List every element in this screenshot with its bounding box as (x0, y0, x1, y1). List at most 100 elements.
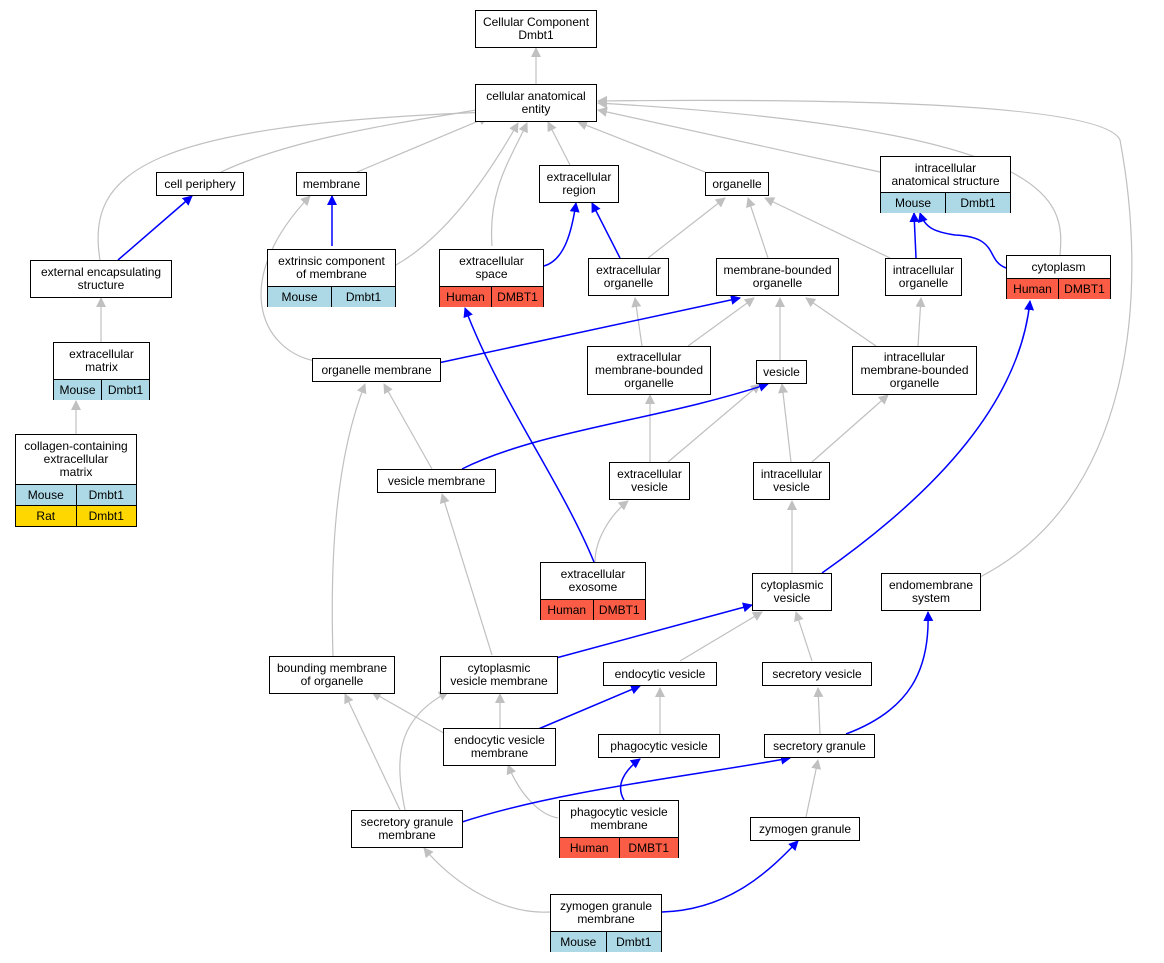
node-secretory-granule[interactable]: secretory granule (764, 734, 875, 758)
node-label: endomembrane system (888, 578, 974, 605)
node-label: secretory vesicle (772, 666, 862, 681)
node-label: extrinsic component of membrane (278, 254, 385, 281)
node-extrinsic-component-of-membrane[interactable]: extrinsic component of membrane Mouse Dm… (267, 249, 396, 307)
node-label: endocytic vesicle (614, 666, 706, 681)
node-cellular-anatomical-entity[interactable]: cellular anatomical entity (475, 84, 597, 122)
edge-membrane-cae (356, 115, 489, 173)
node-phagocytic-vesicle[interactable]: phagocytic vesicle (598, 734, 720, 758)
node-organelle[interactable]: organelle (705, 172, 769, 196)
edge-vesmem-orgmem (383, 383, 433, 470)
gene-cell: Dmbt1 (605, 932, 661, 952)
edge-extmbo-membound (687, 297, 755, 347)
edge-intves-vesicle (778, 383, 792, 463)
edge-cytovesmem-vesmem (439, 493, 493, 656)
edge-secgran-secves (813, 687, 824, 735)
node-label: extracellular organelle (596, 263, 661, 290)
edge-intanat-cae (597, 107, 881, 173)
node-label: vesicle (763, 364, 800, 379)
edge-endovesmem-endoves (535, 684, 641, 731)
node-secretory-vesicle[interactable]: secretory vesicle (762, 662, 872, 686)
edge-secgran-endomem (845, 611, 934, 735)
node-vesicle-membrane[interactable]: vesicle membrane (377, 469, 496, 493)
node-extracellular-membrane-bounded-organelle[interactable]: extracellular membrane-bounded organelle (587, 346, 711, 395)
node-intracellular-organelle[interactable]: intracellular organelle (885, 258, 962, 296)
edge-bounding-orgmem (331, 383, 367, 657)
edge-endoves-cytoves (679, 611, 763, 662)
edge-intmbo-membound (805, 297, 877, 347)
node-label: intracellular vesicle (760, 467, 823, 494)
edge-exosome-extves (594, 500, 629, 563)
node-label: vesicle membrane (387, 473, 486, 488)
node-label: collagen-containing extracellular matrix (24, 439, 128, 479)
node-external-encapsulating-structure[interactable]: external encapsulating structure (30, 260, 172, 298)
node-collagen-containing-extracellular-matrix[interactable]: collagen-containing extracellular matrix… (15, 434, 137, 527)
node-label: phagocytic vesicle (610, 738, 708, 753)
node-extracellular-space[interactable]: extracellular space Human DMBT1 (439, 249, 544, 307)
annotation-row-human: Human DMBT1 (541, 599, 645, 620)
edge-zymogen-secgran (805, 759, 822, 818)
node-organelle-membrane[interactable]: organelle membrane (312, 358, 441, 382)
node-cell-periphery[interactable]: cell periphery (156, 172, 244, 196)
node-label: intracellular organelle (892, 263, 955, 290)
node-membrane[interactable]: membrane (296, 172, 367, 196)
edge-phagovesmem-phagoves (619, 758, 641, 801)
node-extracellular-vesicle[interactable]: extracellular vesicle (609, 462, 690, 500)
node-membrane-bounded-organelle[interactable]: membrane-bounded organelle (716, 258, 839, 296)
node-extracellular-organelle[interactable]: extracellular organelle (588, 258, 669, 296)
edge-phagovesmem-endovesmem (506, 764, 559, 819)
node-zymogen-granule-membrane[interactable]: zymogen granule membrane Mouse Dmbt1 (550, 894, 662, 952)
edge-exosome-extspace (463, 307, 595, 563)
gene-cell: DMBT1 (592, 600, 645, 620)
node-label: extracellular vesicle (617, 467, 682, 494)
node-intracellular-anatomical-structure[interactable]: intracellular anatomical structure Mouse… (880, 156, 1011, 213)
node-label: organelle (712, 176, 762, 191)
node-endomembrane-system[interactable]: endomembrane system (881, 573, 981, 611)
node-label: cytoplasmic vesicle membrane (450, 661, 548, 688)
edge-extencap-cellper (117, 195, 193, 261)
node-cytoplasmic-vesicle[interactable]: cytoplasmic vesicle (752, 573, 832, 611)
edge-cellper-cae (220, 104, 489, 173)
node-phagocytic-vesicle-membrane[interactable]: phagocytic vesicle membrane Human DMBT1 (559, 800, 679, 858)
node-intracellular-membrane-bounded-organelle[interactable]: intracellular membrane-bounded organelle (852, 346, 977, 395)
node-intracellular-vesicle[interactable]: intracellular vesicle (753, 462, 830, 500)
node-extracellular-exosome[interactable]: extracellular exosome Human DMBT1 (540, 562, 646, 620)
node-vesicle[interactable]: vesicle (756, 360, 807, 384)
node-cellular-component-root[interactable]: Cellular Component Dmbt1 (475, 10, 597, 48)
node-label: cytoplasm (1031, 259, 1086, 274)
annotation-row-mouse: Mouse Dmbt1 (268, 286, 395, 307)
node-endocytic-vesicle-membrane[interactable]: endocytic vesicle membrane (443, 728, 556, 766)
node-label: bounding membrane of organelle (276, 661, 388, 688)
edge-extorg-organelle (647, 197, 726, 259)
node-extracellular-matrix[interactable]: extracellular matrix Mouse Dmbt1 (53, 342, 150, 400)
species-cell: Mouse (268, 287, 331, 307)
annotation-row-rat: Rat Dmbt1 (16, 505, 136, 526)
node-cytoplasmic-vesicle-membrane[interactable]: cytoplasmic vesicle membrane (440, 656, 558, 694)
node-zymogen-granule[interactable]: zymogen granule (750, 817, 860, 841)
edge-intorg-intanat (909, 212, 920, 259)
species-cell: Mouse (551, 932, 606, 952)
node-secretory-granule-membrane[interactable]: secretory granule membrane (351, 810, 463, 848)
node-label: secretory granule membrane (360, 815, 454, 842)
gene-cell: Dmbt1 (331, 287, 395, 307)
node-label: external encapsulating structure (40, 265, 162, 292)
edge-cytoplasm-intanat (918, 212, 1007, 269)
node-bounding-membrane-of-organelle[interactable]: bounding membrane of organelle (269, 656, 395, 694)
gene-cell: DMBT1 (1058, 279, 1110, 299)
annotation-row-mouse: Mouse Dmbt1 (881, 192, 1010, 213)
annotation-row-human: Human DMBT1 (560, 837, 678, 858)
node-label: intracellular membrane-bounded organelle (860, 350, 969, 390)
node-cytoplasm[interactable]: cytoplasm Human DMBT1 (1006, 255, 1111, 299)
edge-membound-organelle (746, 197, 769, 259)
edge-zymogenmem-zymogen (661, 840, 799, 913)
edge-orgmem-membrane (260, 195, 316, 362)
edge-extves-vesicle (667, 383, 761, 463)
node-label: extracellular space (459, 254, 524, 281)
node-extracellular-region[interactable]: extracellular region (539, 165, 619, 203)
node-label: extracellular exosome (560, 567, 626, 594)
node-label: extracellular region (546, 170, 612, 197)
gene-cell: Dmbt1 (945, 193, 1010, 213)
node-endocytic-vesicle[interactable]: endocytic vesicle (603, 662, 717, 686)
node-label: endocytic vesicle membrane (454, 733, 545, 760)
node-label: intracellular anatomical structure (891, 160, 1000, 188)
